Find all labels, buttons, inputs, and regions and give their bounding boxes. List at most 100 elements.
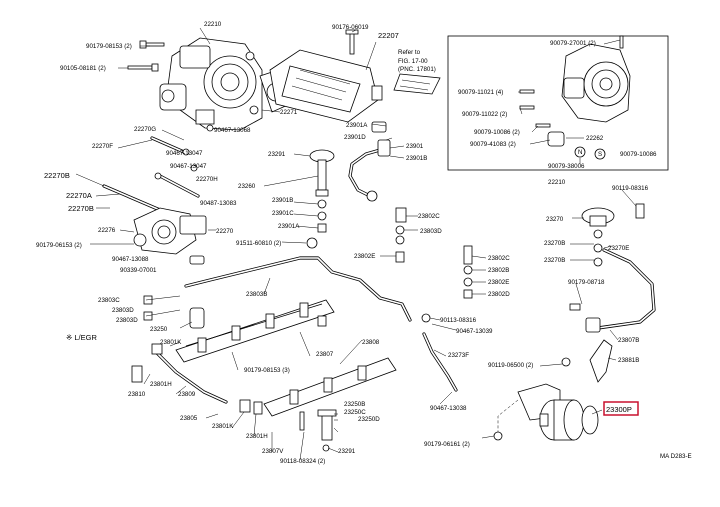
bolts-left-top: [127, 40, 165, 72]
inset-marker-n: [574, 146, 586, 158]
inset-label-90079-27001: 90079-27001 (2): [550, 40, 596, 47]
label-90467-13068: 90467-13068: [214, 127, 251, 134]
part-23260: [306, 149, 335, 249]
inset-box: [447, 35, 669, 171]
label-23270B: 23270B: [544, 240, 565, 247]
label-90467-13038: 90467-13038: [430, 405, 467, 412]
label-90119-06500: 90119-06500 (2): [488, 362, 533, 369]
label-23801K-2: 23801K: [212, 423, 234, 430]
label-23801H: 23801H: [150, 381, 172, 388]
inset-label-90079-41083: 90079-41083 (2): [470, 141, 516, 148]
label-90105-08181-2: 90105-08181 (2): [60, 65, 106, 72]
label-23270: 23270: [546, 216, 564, 223]
regulator-23270: [569, 203, 645, 311]
fuel-pressure-damper: [517, 383, 599, 441]
label-23802E-2: 23802E: [488, 279, 509, 286]
label-23250D: 23250D: [358, 416, 380, 423]
inset-label-90079-38006: 90079-38006: [548, 163, 585, 170]
refer-note: [393, 73, 441, 95]
label-23901B: 23901B: [272, 197, 293, 204]
inset-label-90079-10086b: 90079-10086: [620, 151, 657, 158]
label-23808: 23808: [362, 339, 380, 346]
label-23802C: 23802C: [418, 213, 440, 220]
inset-marker-s: [594, 148, 606, 160]
label-23810: 23810: [128, 391, 146, 398]
label-22276: 22276: [98, 227, 116, 234]
refer-line-3: (PNC. 17801): [398, 66, 436, 73]
label-23260: 23260: [238, 183, 256, 190]
label-90487-13083: 90487-13083: [200, 200, 237, 207]
label-22270G: 22270G: [134, 126, 156, 133]
air-valve-22270: [133, 207, 207, 265]
label-23802D: 23802D: [488, 291, 510, 298]
label-23250: 23250: [150, 326, 168, 333]
label-23291: 23291: [338, 448, 356, 455]
delivery-pipe-23808: [263, 357, 397, 417]
inset-leaders: [518, 39, 621, 164]
label-22270: 22270: [216, 228, 234, 235]
inset-label-90079-10086: 90079-10086 (2): [474, 129, 520, 136]
label-23807: 23807: [316, 351, 334, 358]
label-90119-08316: 90119-08316: [612, 185, 649, 192]
label-23803C: 23803C: [98, 297, 120, 304]
air-intake-box: [269, 49, 383, 123]
label-23805: 23805: [180, 415, 198, 422]
label-23803D-3: 23803D: [420, 228, 442, 235]
label-23300P: 23300P: [606, 405, 632, 414]
label-90179-08718: 90179-08718: [568, 279, 605, 286]
label-23809: 23809: [178, 391, 196, 398]
label-23881B: 23881B: [618, 357, 639, 364]
fittings-23802: [395, 207, 473, 299]
label-23901C: 23901C: [272, 210, 294, 217]
label-23803D: 23803D: [112, 307, 134, 314]
label-23901: 23901: [406, 143, 424, 150]
label-23901A-top: 23901A: [346, 122, 368, 129]
label-23270E: 23270E: [608, 245, 629, 252]
label-22271: 22271: [280, 109, 298, 116]
inset-label-22210: 22210: [548, 179, 566, 186]
label-90179-06161: 90179-06161 (2): [424, 441, 470, 448]
label-23291b: 23291: [268, 151, 286, 158]
label-23807B: 23807B: [618, 337, 639, 344]
label-22270F: 22270F: [92, 143, 113, 150]
label-90179-08153-3: 90179-08153 (3): [244, 367, 290, 374]
hose-23273F: [421, 313, 458, 392]
leader-lines: [75, 27, 637, 461]
injectors: [299, 409, 337, 452]
label-23803D-2: 23803D: [116, 317, 138, 324]
label-23273F: 23273F: [448, 352, 469, 359]
refer-line-2: FIG. 17-00: [398, 58, 428, 65]
label-23801H-2: 23801H: [246, 433, 268, 440]
fuel-hose-23807B: [561, 248, 656, 383]
inset-label-n: N: [578, 149, 582, 156]
label-23270B-2: 23270B: [544, 257, 565, 264]
fuel-pipe-23803B: [184, 256, 412, 322]
label-23901D: 23901D: [344, 134, 366, 141]
label-90176-06019: 90176-06019: [332, 24, 369, 31]
label-23901B-2: 23901B: [406, 155, 427, 162]
inset-label-90079-11022: 90079-11022 (2): [462, 111, 507, 118]
refer-line-1: Refer to: [398, 49, 421, 56]
label-23802C-2: 23802C: [488, 255, 510, 262]
inset-label-90079-11021: 90079-11021 (4): [458, 89, 503, 96]
label-23801K: 23801K: [160, 339, 182, 346]
label-23250B: 23250B: [344, 401, 365, 408]
label-90467-13047b: 90467-13047: [170, 163, 207, 170]
label-90467-13039: 90467-13039: [456, 328, 493, 335]
label-90179-08153-2: 90179-08153 (2): [86, 43, 132, 50]
label-90118-08324: 90118-08324 (2): [280, 458, 325, 465]
label-22207: 22207: [378, 31, 399, 40]
label-90179-06153-2: 90179-06153 (2): [36, 242, 82, 249]
fuel-pipe-23901: [348, 121, 391, 202]
label-23807V: 23807V: [262, 448, 284, 455]
label-22270H: 22270H: [196, 176, 218, 183]
label-90467-13088: 90467-13088: [112, 256, 149, 263]
label-23901A: 23901A: [278, 223, 300, 230]
reference-code: MA D283-E: [660, 453, 692, 460]
label-22270B-2: 22270B: [68, 204, 94, 213]
label-22210: 22210: [204, 21, 222, 28]
throttle-body: [159, 37, 263, 131]
label-90113-08316: 90113-08316: [440, 317, 477, 324]
label-22270B: 22270B: [44, 171, 70, 180]
